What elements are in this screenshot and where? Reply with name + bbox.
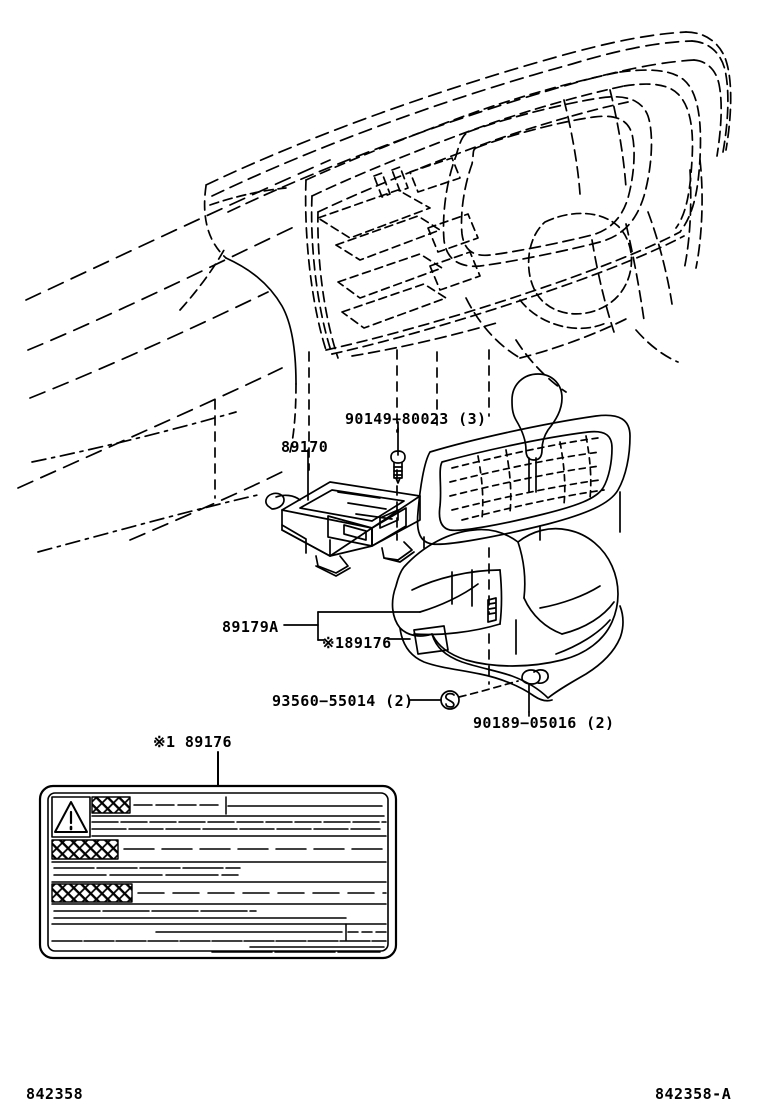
callout-90149-80023: 90149−80023 (3): [345, 410, 487, 428]
air-bag-caution-label: [38, 751, 398, 960]
callout-89176-inline: ※189176: [322, 634, 392, 652]
callout-93560-55014: 93560−55014 (2): [272, 692, 414, 710]
callout-leaders: [283, 421, 530, 717]
footer-page-code-right: 842358-A: [655, 1085, 732, 1103]
s-circle-grommet-icon: [440, 690, 460, 710]
callout-89170: 89170: [281, 438, 329, 456]
shift-lever-and-console-plate: [416, 373, 631, 549]
callout-89176-detail: ※1 89176: [153, 733, 232, 751]
footer-page-code-left: 842358: [26, 1085, 84, 1103]
callout-90189-05016: 90189−05016 (2): [473, 714, 615, 732]
screw-bolt-icon: [390, 427, 406, 484]
grommet-dashed-leader: [458, 680, 519, 698]
callout-89179A: 89179A: [222, 618, 279, 636]
instrument-panel-group: [17, 31, 732, 685]
console-upper-cover: [391, 527, 624, 702]
tapping-screw-icon: [521, 669, 549, 713]
air-bag-sensor-assembly: [265, 481, 421, 577]
